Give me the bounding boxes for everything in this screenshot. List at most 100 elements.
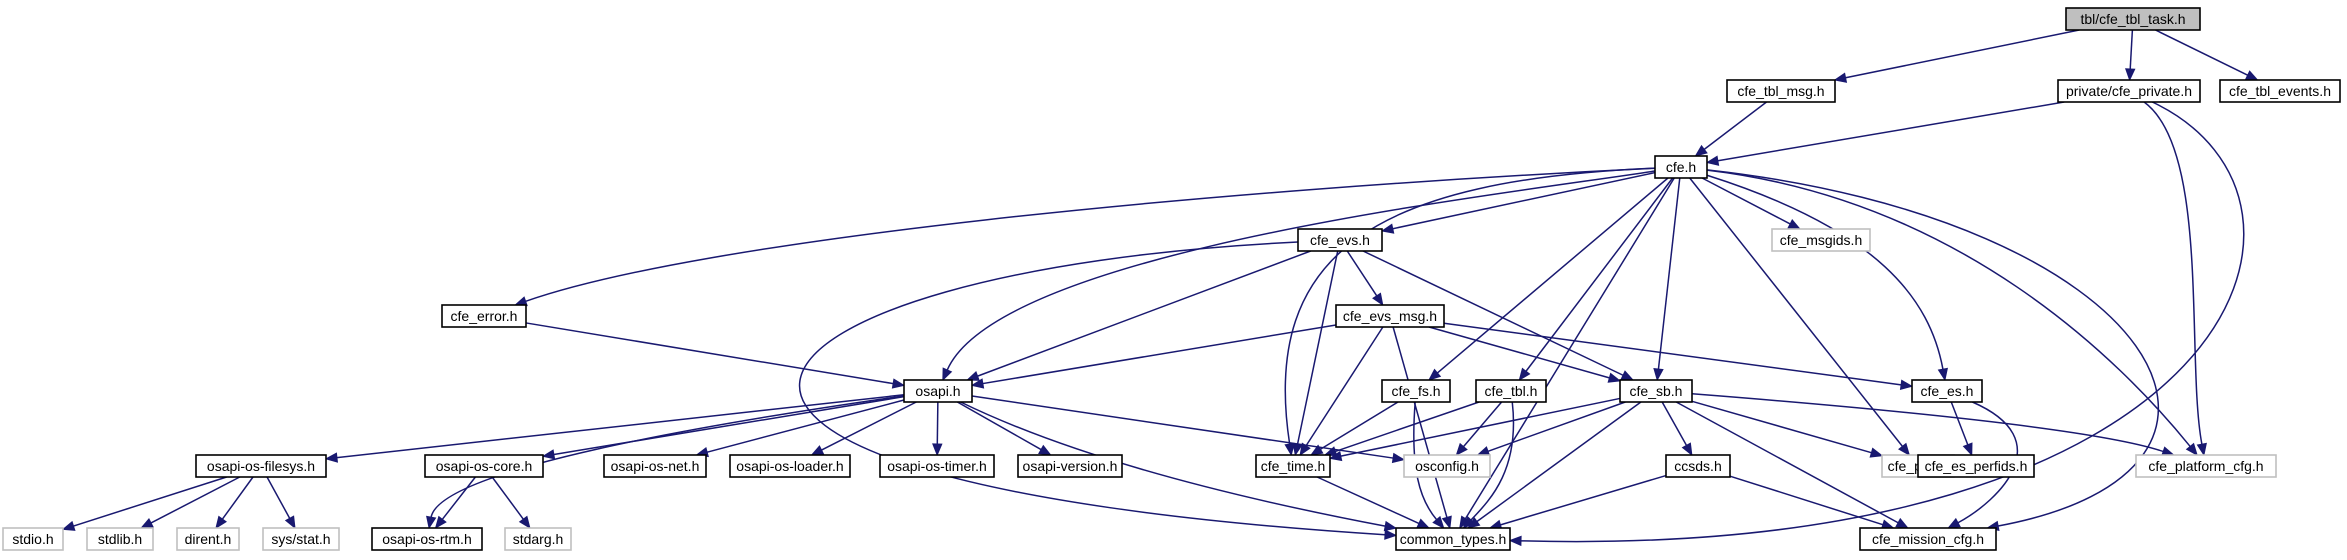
node-tbl[interactable]: cfe_tbl.h [1475,379,1547,403]
node-platcfg: cfe_platform_cfg.h [2135,454,2277,478]
edge-sb-to-psp [1691,400,1884,458]
edge-root-to-cfepriv [2125,29,2136,82]
edge-line [1691,400,1872,454]
edge-evsmsg-to-es [1443,322,1914,390]
node-perfids[interactable]: cfe_es_perfids.h [1917,454,2035,478]
edge-line [960,401,1386,527]
node-cfeh[interactable]: cfe.h [1654,155,1708,179]
edge-cfeh-to-tbl [1518,177,1674,382]
node-root[interactable]: tbl/cfe_tbl_task.h [2065,7,2201,31]
edge-evsmsg-to-sb [1428,326,1622,383]
node-core[interactable]: osapi-os-core.h [424,454,544,478]
node-label: osconfig.h [1415,458,1479,474]
node-fs[interactable]: cfe_fs.h [1381,379,1451,403]
node-timer[interactable]: osapi-os-timer.h [879,454,995,478]
node-tblevents[interactable]: cfe_tbl_events.h [2219,79,2341,103]
edge-line [1657,177,1681,370]
node-time[interactable]: cfe_time.h [1255,454,1331,478]
node-ctypes[interactable]: common_types.h [1395,527,1511,551]
node-stdlib: stdlib.h [86,527,154,551]
node-label: osapi-os-net.h [611,458,700,474]
edge-line [821,401,917,451]
node-osapi[interactable]: osapi.h [903,379,973,403]
node-box [1475,379,1547,403]
edge-line [1362,250,1624,376]
edge-line [798,241,1386,536]
node-cfepriv[interactable]: private/cfe_private.h [2057,79,2201,103]
node-label: osapi-os-filesys.h [207,458,315,474]
edge-sb-to-platcfg [1691,393,2175,457]
node-sb[interactable]: cfe_sb.h [1619,379,1693,403]
edge-osapi-to-filesys [324,394,905,463]
node-label: cfe_evs.h [1310,232,1370,248]
node-rtm[interactable]: osapi-os-rtm.h [371,527,483,551]
edge-line [946,170,1656,371]
node-label: cfe_error.h [451,308,518,324]
arrowhead-icon [434,515,447,530]
node-evsmsg[interactable]: cfe_evs_msg.h [1335,304,1445,328]
node-mission[interactable]: cfe_mission_cfg.h [1859,527,1997,551]
node-box [2065,7,2201,31]
arrowhead-icon [1937,367,1948,382]
edge-cfepriv-to-platcfg [2143,101,2207,457]
arrowhead-icon [932,443,943,457]
arrowhead-icon [1899,379,1914,390]
arrowhead-icon [1462,516,1476,529]
edge-line [1296,250,1339,445]
edge-line [1413,401,1438,521]
node-label: private/cfe_private.h [2066,83,2192,99]
edge-line [266,476,291,519]
edge-cfeh-to-platcfg [1706,169,2198,457]
edge-line [1340,397,1621,457]
node-box [1255,454,1331,478]
node-label: cfe_tbl_events.h [2229,83,2331,99]
node-box [1297,228,1383,252]
arrowhead-icon [1508,535,1522,547]
edge-osapi-to-timer [932,401,943,457]
node-es[interactable]: cfe_es.h [1911,379,1983,403]
edge-cfeh-to-sb [1653,177,1681,382]
arrowhead-icon [2244,70,2259,81]
arrowhead-icon [1441,515,1452,530]
edge-line [1476,401,1642,523]
edge-cfeh-to-es [1706,174,1948,382]
node-loader[interactable]: osapi-os-loader.h [729,454,851,478]
node-box [603,454,707,478]
node-label: dirent.h [185,531,232,547]
node-label: cfe_platform_cfg.h [2148,458,2263,474]
edge-osapi-to-core [541,395,905,460]
arrowhead-icon [1962,442,1973,457]
edge-line [936,401,939,445]
edge-line [1950,401,1969,446]
node-label: osapi-os-core.h [436,458,533,474]
node-ccsds[interactable]: ccsds.h [1665,454,1731,478]
edge-sb-to-ctypes [1467,401,1642,529]
node-filesys[interactable]: osapi-os-filesys.h [195,454,327,478]
arrowhead-icon [1620,370,1635,381]
edge-line [1706,174,1944,370]
edge-root-to-tblevents [2155,29,2259,81]
node-label: cfe_sb.h [1630,383,1683,399]
edge-line [441,476,477,520]
edge-line [336,394,905,459]
node-label: cfe_time.h [1261,458,1326,474]
node-box [1771,228,1871,252]
node-evs[interactable]: cfe_evs.h [1297,228,1383,252]
node-box [1395,527,1511,551]
node-label: osapi-os-rtm.h [382,531,471,547]
edge-osapi-to-rtm [426,395,905,530]
node-box [2,527,64,551]
edge-fs-to-time [1309,401,1399,456]
edge-sb-to-ccsds [1661,401,1693,457]
dependency-edges [61,29,2259,547]
edge-line [1443,322,1902,386]
edge-time-to-ctypes [1316,476,1431,529]
edge-line [1428,326,1610,379]
node-version[interactable]: osapi-version.h [1017,454,1123,478]
node-net[interactable]: osapi-os-net.h [603,454,707,478]
node-err[interactable]: cfe_error.h [441,304,527,328]
edge-evs-to-osapi [966,250,1311,381]
node-tblmsg[interactable]: cfe_tbl_msg.h [1726,79,1836,103]
edge-evs-to-evsmsg [1346,250,1384,307]
edge-tbl-to-time [1323,401,1480,457]
